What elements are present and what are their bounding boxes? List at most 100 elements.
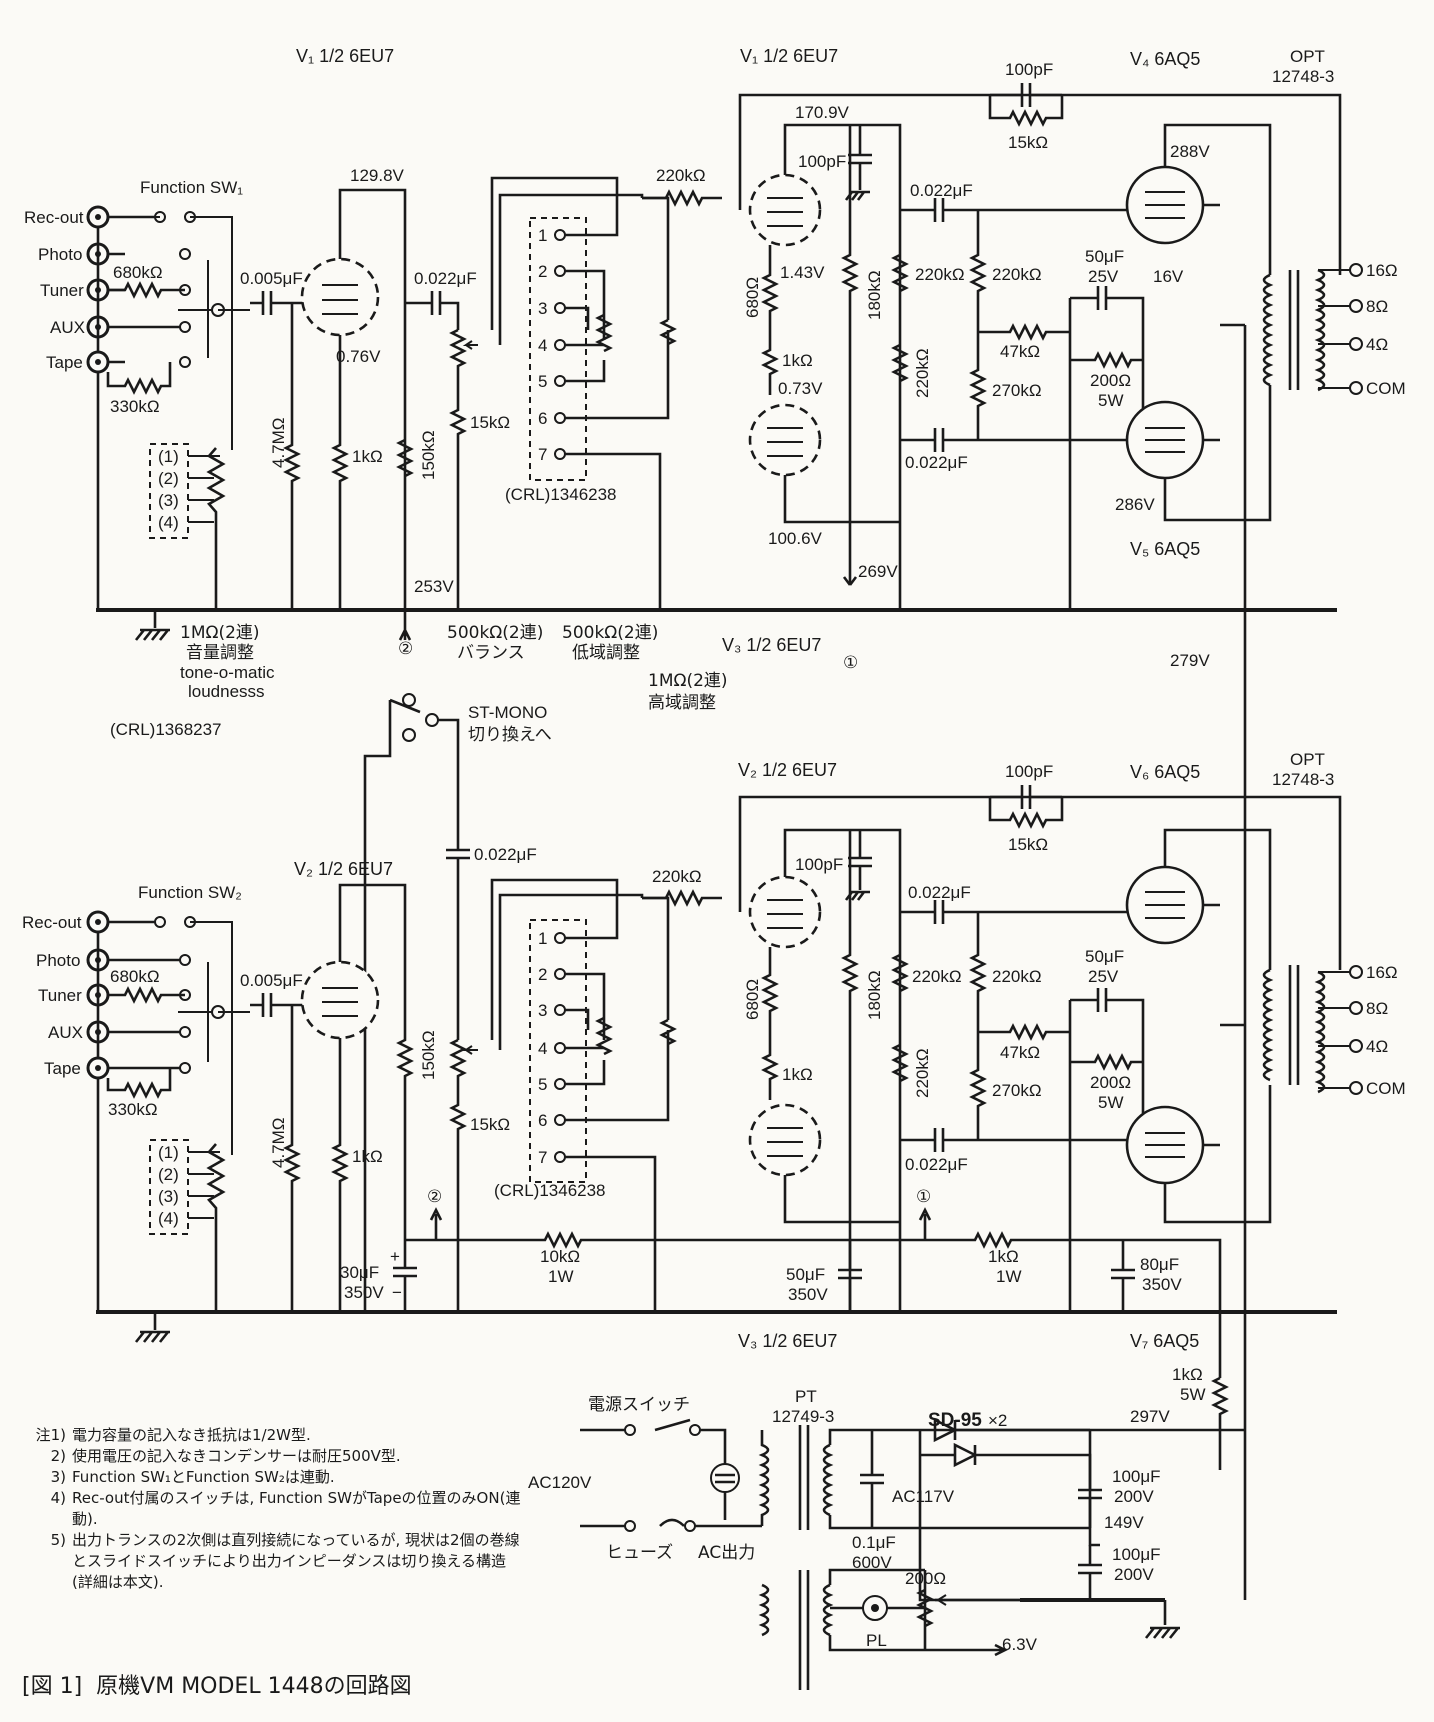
- resistor-label: 47kΩ: [1000, 1043, 1040, 1062]
- capacitor: [405, 291, 460, 330]
- resistor: [108, 986, 185, 1004]
- capacitor: [1068, 988, 1145, 1312]
- capacitor-label: 50μF: [1085, 947, 1124, 966]
- note-text: Function SW₁とFunction SW₂は連動.: [72, 1468, 335, 1486]
- tone-pin: 3: [538, 299, 547, 318]
- potentiometer: [449, 1038, 478, 1312]
- tone-pin: 6: [538, 409, 547, 428]
- resistor-label: 680kΩ: [113, 263, 163, 282]
- pilot-lamp-label: PL: [866, 1631, 887, 1650]
- plate-wire: [1163, 1085, 1272, 1224]
- capacitor-label: 0.022μF: [905, 453, 968, 472]
- capacitor: [250, 291, 345, 315]
- note: 3)Function SW₁とFunction SW₂は連動.: [26, 1467, 526, 1488]
- pilot-lamp-circuit: [830, 1570, 1020, 1657]
- resistor-label: 4.7MΩ: [269, 1117, 288, 1168]
- output-transformer: [1262, 965, 1363, 1095]
- voltage-label: 100.6V: [768, 529, 823, 548]
- tube-label: V₁ 1/2 6EU7: [296, 46, 394, 66]
- jack-label-tape: Tape: [46, 353, 83, 372]
- vacuum-tube: [748, 1103, 822, 1177]
- capacitor-label: 350V: [788, 1285, 828, 1304]
- capacitor-label: 100pF: [1005, 60, 1053, 79]
- plate-wire: [783, 475, 900, 524]
- potentiometer: [595, 1016, 613, 1056]
- control-label: 高域調整: [648, 693, 716, 713]
- output-tap-label: 16Ω: [1366, 261, 1398, 280]
- resistor-label: 220kΩ: [913, 1048, 932, 1098]
- capacitor-label: 0.005μF: [240, 269, 303, 288]
- tube-label: V₂ 1/2 6EU7: [294, 859, 393, 879]
- output-tap-label: 4Ω: [1366, 335, 1388, 354]
- jack-label-photo: Photo: [38, 245, 82, 264]
- capacitor-label: 0.022μF: [414, 269, 477, 288]
- capacitor-label: 100pF: [1005, 762, 1053, 781]
- capacitor-label: 80μF: [1140, 1255, 1179, 1274]
- tone-switch-top: [529, 217, 587, 481]
- resistor: [106, 1068, 172, 1099]
- output-tube: [1125, 865, 1205, 945]
- rectifier-label: ×2: [988, 1411, 1007, 1430]
- resistor-label: 15kΩ: [470, 1115, 510, 1134]
- jack-label-aux: AUX: [48, 1023, 83, 1042]
- capacitor-label: 0.022μF: [905, 1155, 968, 1174]
- capacitor-label: 100pF: [798, 152, 846, 171]
- resistor-label: 1kΩ: [782, 351, 813, 370]
- resistor: [108, 281, 185, 299]
- control-label: loudnesss: [188, 682, 265, 701]
- vacuum-tube: [748, 173, 822, 247]
- st-mono-wire: [398, 610, 412, 641]
- tone-pin: 1: [538, 226, 547, 245]
- voltage-label: 279V: [1170, 651, 1210, 670]
- resistor-label: 15kΩ: [1008, 133, 1048, 152]
- feedback-wire: [738, 795, 1342, 970]
- resistor-label: 4.7MΩ: [269, 417, 288, 468]
- note: 4)Rec-out付属のスイッチは, Function SWがTapeの位置のみ…: [26, 1488, 526, 1530]
- transformer-label: 12748-3: [1272, 67, 1334, 86]
- caption-label: [図 1]: [22, 1674, 83, 1699]
- vacuum-tube: [300, 960, 380, 1040]
- plate-wire: [783, 123, 902, 610]
- electrolytic-capacitor: [1078, 1470, 1102, 1530]
- resistor-label: 1kΩ: [352, 1147, 383, 1166]
- control-label: 低域調整: [572, 643, 640, 663]
- capacitor-label: 100μF: [1112, 1545, 1161, 1564]
- voltage-label: 0.73V: [778, 379, 823, 398]
- note-text: Rec-out付属のスイッチは, Function SWがTapeの位置のみON…: [72, 1489, 521, 1528]
- note-text: 出力トランスの2次側は直列接続になっているが, 現状は2個の巻線とスライドスイッ…: [72, 1531, 520, 1591]
- b-plus-rail: [405, 1231, 1222, 1378]
- input-jacks-bottom: [86, 910, 185, 1312]
- switch-label: 切り換えへ: [468, 725, 552, 745]
- note-text: 使用電圧の記入なきコンデンサーは耐圧500V型.: [72, 1447, 401, 1465]
- resistor: [396, 438, 414, 478]
- tone-pin: 5: [538, 372, 547, 391]
- control-label: バランス: [457, 643, 525, 663]
- resistor-label: 200Ω: [1090, 1073, 1131, 1092]
- tone-network-label: (CRL)1346238: [494, 1181, 606, 1200]
- tube-label: V₃ 1/2 6EU7: [722, 635, 821, 655]
- voltage-label: 170.9V: [795, 103, 850, 122]
- resistor-label: 270kΩ: [992, 1081, 1042, 1100]
- voltage-label: 6.3V: [1002, 1635, 1038, 1654]
- marker-label: ①: [843, 653, 858, 672]
- resistor-label: 180kΩ: [865, 970, 884, 1020]
- resistor: [969, 912, 987, 1140]
- capacitor-label: 600V: [852, 1553, 892, 1572]
- voltage-label: 16V: [1153, 267, 1184, 286]
- plate-wire: [1163, 828, 1272, 970]
- jack-label-tape: Tape: [44, 1059, 81, 1078]
- marker-arrow: [429, 1207, 443, 1240]
- voltage-label: 0.76V: [336, 347, 381, 366]
- resistor-label: 47kΩ: [1000, 342, 1040, 361]
- resistor-label: 220kΩ: [652, 867, 702, 886]
- voltage-label: 149V: [1104, 1513, 1144, 1532]
- potentiometer: [449, 328, 478, 610]
- marker-label: ②: [427, 1187, 442, 1206]
- cathode-wire: [331, 1038, 349, 1312]
- function-switch-label: Function SW₁: [140, 178, 243, 197]
- capacitor-label: 30μF: [340, 1263, 379, 1282]
- voltage-label: 129.8V: [350, 166, 405, 185]
- tone-network-label: (CRL)1346238: [505, 485, 617, 504]
- tone-pin: 3: [538, 1001, 547, 1020]
- function-switch-bottom: [154, 916, 250, 1155]
